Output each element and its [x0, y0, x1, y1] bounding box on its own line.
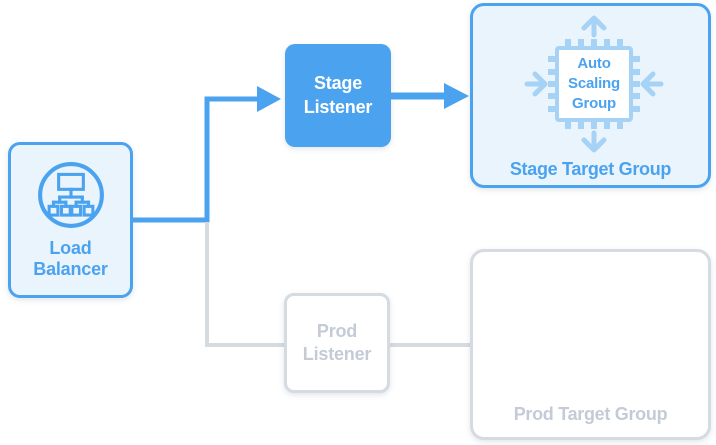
auto-scaling-group-label: Auto Scaling Group — [568, 54, 620, 113]
node-label-prod-target-group: Prod Target Group — [513, 404, 668, 424]
node-label-load-balancer: Load Balancer — [33, 238, 108, 279]
node-label-prod-listener: Prod Listener — [302, 320, 372, 364]
scale-in-right-arrow-icon — [640, 71, 664, 97]
node-prod-target-group: Prod Target Group — [470, 249, 711, 440]
load-balancer-network-icon — [37, 162, 104, 229]
edge-stage-listener-to-stage-target-group — [390, 83, 469, 109]
node-label-stage-listener: Stage Listener — [303, 73, 373, 117]
node-stage-listener: Stage Listener — [285, 44, 391, 147]
arrowhead-icon — [444, 83, 469, 109]
auto-scaling-chip-icon — [524, 15, 664, 153]
node-prod-listener: Prod Listener — [284, 293, 390, 393]
node-load-balancer: Load Balancer — [8, 142, 133, 298]
scale-up-arrow-icon — [581, 15, 607, 38]
scale-in-left-arrow-icon — [524, 71, 548, 97]
node-label-stage-target-group: Stage Target Group — [509, 159, 672, 179]
node-stage-target-group: Auto Scaling Group Stage Target Group — [470, 3, 711, 188]
edge-load-balancer-to-prod-listener — [205, 222, 284, 347]
edge-load-balancer-to-stage-listener — [132, 86, 281, 223]
arrowhead-icon — [257, 86, 281, 112]
scale-down-arrow-icon — [581, 130, 607, 153]
